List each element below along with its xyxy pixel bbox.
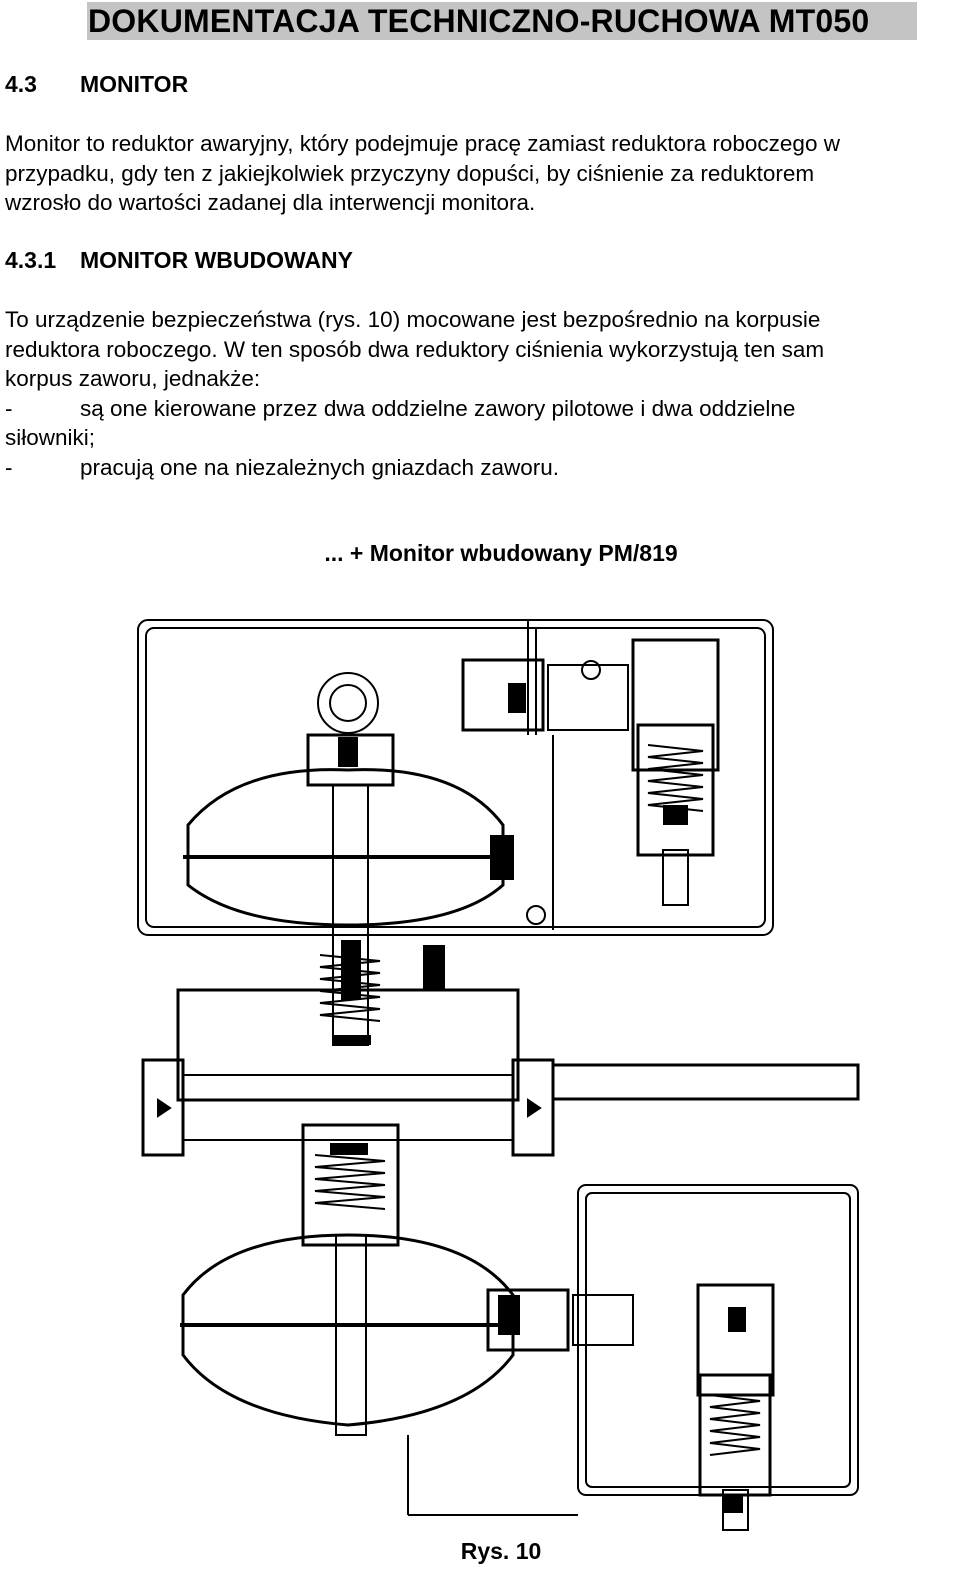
- fitting: [498, 1295, 520, 1335]
- monitor-adjust-screw: [662, 849, 689, 906]
- lower-stem: [335, 1234, 367, 1436]
- control-line: [145, 627, 766, 928]
- monitor-pilot-body: [631, 638, 720, 772]
- fitting: [330, 1143, 368, 1155]
- pressure-gauge: [526, 905, 546, 925]
- paragraph-line: korpus zaworu, jednakże:: [5, 366, 261, 391]
- fitting: [663, 805, 688, 825]
- section-title: MONITOR: [80, 71, 189, 97]
- fitting: [423, 945, 445, 990]
- control-line: [137, 619, 774, 936]
- monitor-pilot-valve: [547, 664, 629, 731]
- control-line: [585, 1192, 851, 1488]
- paragraph-line: przypadku, gdy ten z jakiejkolwiek przyc…: [5, 160, 815, 186]
- lifting-eye: [317, 672, 379, 734]
- list-continuation: siłowniki;: [5, 425, 96, 450]
- section-paragraph: Monitor to reduktor awaryjny, który pode…: [5, 129, 960, 218]
- subsection-number: 4.3.1: [5, 247, 57, 273]
- active-pilot-body: [696, 1283, 775, 1397]
- monitor-pilot-spring: [647, 744, 704, 812]
- fitting: [728, 1307, 746, 1332]
- active-pilot-spring: [709, 1394, 761, 1456]
- list-text: są one kierowane przez dwa oddzielne zaw…: [80, 396, 796, 421]
- monitor-pilot-spring-housing: [636, 723, 715, 857]
- subsection-paragraph: To urządzenie bezpieczeństwa (rys. 10) m…: [5, 305, 960, 394]
- fitting: [508, 683, 526, 713]
- fitting: [338, 737, 358, 767]
- header-bar: [87, 2, 917, 40]
- lifting-eye-inner: [329, 684, 367, 722]
- subsection-title: MONITOR WBUDOWANY: [80, 247, 354, 273]
- downstream-pipe: [551, 1063, 860, 1101]
- list-dash: -: [5, 396, 13, 421]
- upper-actuator-housing: [186, 768, 505, 927]
- body-center: [182, 1074, 514, 1141]
- figure-caption: Rys. 10: [460, 1538, 542, 1564]
- fitting: [723, 1495, 743, 1513]
- paragraph-line: To urządzenie bezpieczeństwa (rys. 10) m…: [5, 307, 821, 332]
- lower-actuator-housing: [181, 1233, 515, 1427]
- control-line: [577, 1184, 859, 1496]
- list-dash: -: [5, 455, 13, 480]
- outlet-arrow: [527, 1098, 542, 1118]
- section-number: 4.3: [5, 71, 37, 97]
- inlet-arrow: [157, 1098, 172, 1118]
- pressure-gauge: [581, 660, 601, 680]
- monitor-pilot-block: [461, 658, 545, 732]
- fitting: [333, 1035, 371, 1045]
- paragraph-line: reduktora roboczego. W ten sposób dwa re…: [5, 336, 825, 362]
- document-title: DOKUMENTACJA TECHNICZNO-RUCHOWA MT050: [88, 3, 870, 39]
- list-text: pracują one na niezależnych gniazdach za…: [80, 455, 560, 480]
- paragraph-line: wzrosło do wartości zadanej dla interwen…: [5, 190, 536, 215]
- lower-spring: [314, 1154, 386, 1210]
- active-pilot-block: [486, 1288, 570, 1352]
- figure-title: ... + Monitor wbudowany PM/819: [324, 540, 678, 566]
- regulator-schematic-drawing: [137, 619, 860, 1531]
- fitting: [341, 940, 361, 1000]
- paragraph-line: Monitor to reduktor awaryjny, który pode…: [5, 131, 840, 156]
- fitting: [490, 835, 514, 880]
- active-pilot-valve: [572, 1294, 634, 1346]
- lower-spring-column: [301, 1123, 400, 1247]
